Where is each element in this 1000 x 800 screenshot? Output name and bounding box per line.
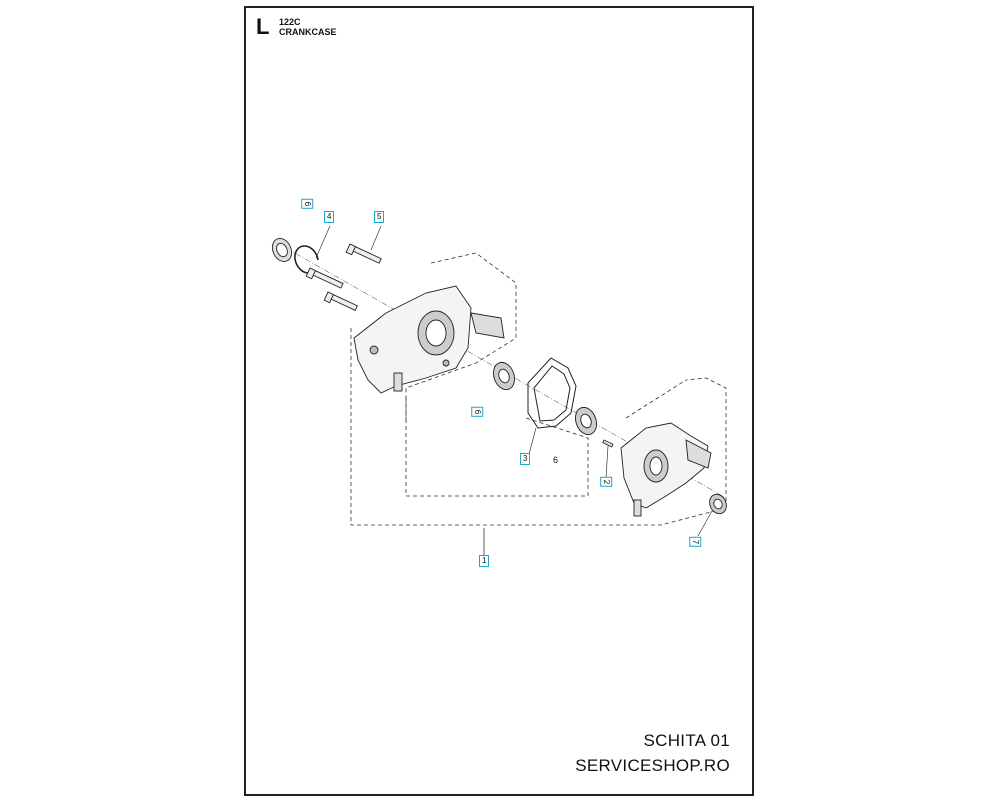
bearing-left (493, 361, 515, 391)
section-letter: L (256, 14, 270, 39)
guide-pin (602, 439, 614, 448)
seal-ring-left (271, 238, 293, 262)
model-number: 122C (279, 17, 301, 27)
callout-6-bearing: 6 (471, 406, 484, 418)
drawing-sheet: L 122C CRANKCASE (244, 6, 754, 796)
callout-5-screw: 5 (374, 211, 385, 223)
callout-3-gasket: 3 (520, 453, 531, 465)
assembly-title: CRANKCASE (279, 27, 337, 37)
callout-6-seal: 6 (301, 198, 314, 210)
leader-line-7 (697, 510, 713, 537)
crankcase-left-half (353, 285, 505, 394)
callout-2-pin: 2 (600, 476, 613, 488)
screw-set (305, 243, 382, 311)
sheet-label: SCHITA 01 (643, 731, 730, 750)
callout-1-crankcase: 1 (479, 555, 490, 567)
callout-7-seal: 7 (689, 536, 702, 548)
gasket (527, 357, 577, 429)
shop-name: SERVICESHOP.RO (575, 756, 730, 775)
callout-4-circlip: 4 (324, 211, 335, 223)
leader-line-2 (605, 445, 609, 479)
leader-line-5 (370, 225, 382, 251)
crankcase-right-half (620, 422, 712, 517)
dashed-outline-inner (405, 398, 589, 497)
callout-6-bearing-right: 6 (553, 455, 559, 465)
exploded-view-diagram (271, 225, 727, 556)
seal-ring-right (709, 493, 727, 515)
circlip (294, 245, 319, 274)
leader-line-4 (315, 225, 331, 259)
bearing-right (575, 406, 597, 436)
dashed-outline-right-half (625, 379, 687, 419)
